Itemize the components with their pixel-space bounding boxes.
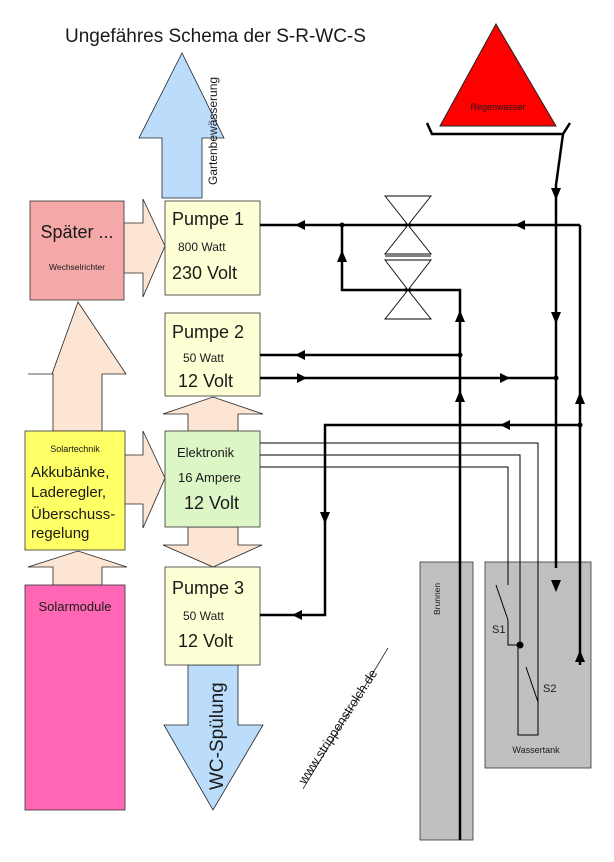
inverter-subtitle: Wechselrichter: [49, 262, 105, 272]
arrow-left-icon: [295, 220, 305, 230]
website-watermark: www.strippenstrolch.de: [294, 647, 389, 790]
inverter-title: Später ...: [40, 222, 113, 242]
website-text: www.strippenstrolch.de: [294, 666, 380, 787]
switch-junction: [516, 641, 524, 649]
arrow-down-icon: [551, 312, 561, 324]
pump3-power: 50 Watt: [183, 609, 225, 623]
arrow-down-icon: [320, 512, 330, 524]
electronics-current: 16 Ampere: [178, 470, 241, 485]
garden-irrigation-arrow: Gartenbewässerung: [138, 52, 225, 199]
arrow-up-icon: [455, 390, 465, 402]
gutter: [425, 122, 572, 136]
arrow-left-icon: [500, 420, 510, 430]
solartech-line2: Laderegler,: [31, 484, 106, 501]
arrow-inverter-pump1: [123, 198, 166, 298]
valve-icon: [384, 195, 432, 226]
arrow-left-icon: [295, 350, 305, 360]
pump1-voltage: 230 Volt: [172, 263, 237, 283]
rain-triangle-icon: [439, 22, 557, 127]
inverter-box: Später ... Wechselrichter: [29, 200, 125, 301]
arrow-up-icon: [455, 310, 465, 322]
arrow-left-icon: [292, 610, 302, 620]
pump3-box: Pumpe 3 50 Watt 12 Volt: [164, 566, 261, 666]
switch-s1-label: S1: [492, 624, 505, 636]
arrow-solartech-inverter: [28, 301, 127, 432]
arrow-electronics-pump3: [162, 526, 263, 568]
solartech-line4: regelung: [31, 525, 89, 542]
tank-label: Wassertank: [512, 745, 560, 755]
flow-direction-arrows: [292, 188, 585, 662]
solartech-line1: Akkubänke,: [31, 464, 109, 481]
solar-modules-box: Solarmodule: [24, 584, 126, 811]
pump2-power: 50 Watt: [183, 351, 225, 365]
pump3-voltage: 12 Volt: [178, 631, 233, 651]
well-box: Brunnen: [419, 561, 474, 841]
signal-wires: [260, 442, 539, 736]
rain-label: Regenwasser: [470, 102, 525, 112]
valve-icon: [384, 259, 432, 291]
pump1-title: Pumpe 1: [172, 209, 244, 229]
pump2-box: Pumpe 2 50 Watt 12 Volt: [164, 312, 261, 397]
arrow-electronics-pump2: [162, 396, 264, 432]
pump2-title: Pumpe 2: [172, 322, 244, 342]
arrow-right-icon: [500, 373, 510, 383]
arrow-solartech-electronics: [123, 430, 166, 529]
solartech-box: Solartechnik Akkubänke, Laderegler, Über…: [24, 430, 126, 551]
arrow-modules-solartech: [27, 550, 128, 586]
switch-s1: [495, 584, 509, 621]
arrow-right-icon: [297, 373, 307, 383]
pump3-title: Pumpe 3: [172, 578, 244, 598]
arrow-down-icon: [551, 188, 561, 200]
pump1-box: Pumpe 1 800 Watt 230 Volt: [164, 200, 261, 296]
electronics-box: Elektronik 16 Ampere 12 Volt: [164, 430, 261, 528]
valves: [384, 195, 432, 320]
arrow-down-icon: [551, 580, 561, 592]
pump1-power: 800 Watt: [178, 240, 226, 254]
garden-label: Gartenbewässerung: [206, 77, 220, 185]
arrow-left-icon: [515, 220, 525, 230]
switch-s2: [525, 666, 539, 703]
electronics-title: Elektronik: [177, 445, 235, 460]
solartech-header: Solartechnik: [50, 444, 100, 454]
solar-modules-label: Solarmodule: [39, 599, 112, 614]
page-title: Ungefähres Schema der S-R-WC-S: [65, 26, 366, 47]
switch-s2-label: S2: [543, 683, 556, 695]
arrow-up-icon: [575, 650, 585, 662]
wc-label: WC-Spülung: [207, 682, 228, 790]
wc-flush-arrow: WC-Spülung: [163, 664, 264, 811]
arrow-up-icon: [337, 250, 347, 262]
solartech-line3: Überschuss-: [31, 505, 115, 523]
power-flow-arrows: [27, 198, 264, 586]
pump2-voltage: 12 Volt: [178, 371, 233, 391]
electronics-voltage: 12 Volt: [184, 493, 239, 513]
arrow-up-icon: [575, 392, 585, 404]
rainwater-collector: Regenwasser: [425, 22, 572, 136]
well-label: Brunnen: [432, 583, 442, 615]
